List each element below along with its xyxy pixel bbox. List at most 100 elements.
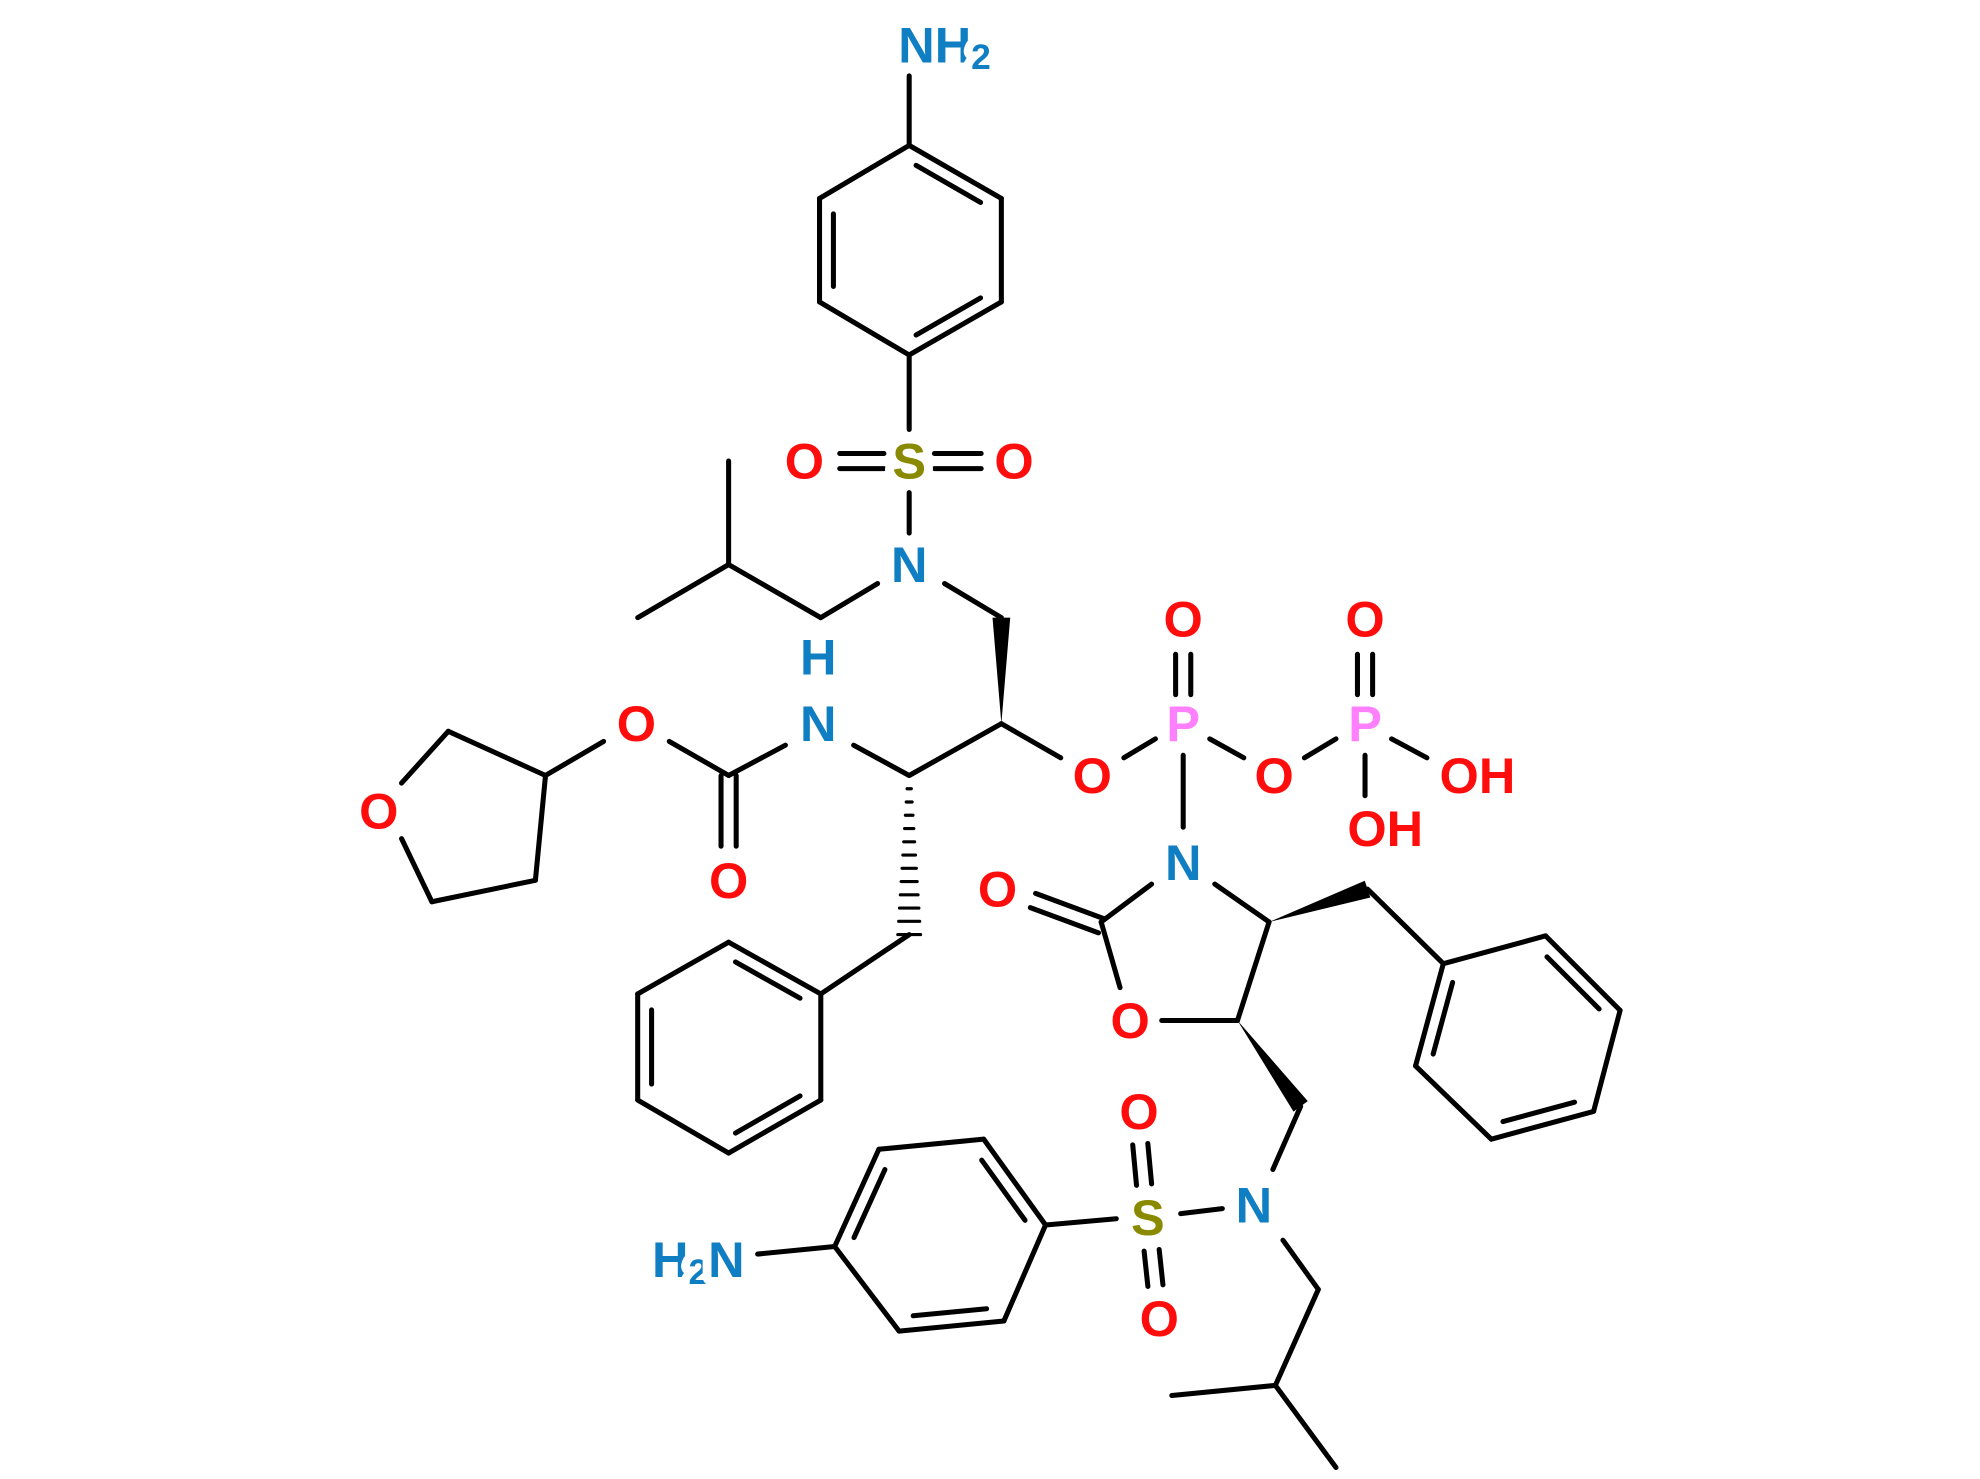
bond xyxy=(1488,1108,1597,1142)
oxygen-carbamate-carbonyl: O xyxy=(709,852,748,909)
bonds xyxy=(399,73,1623,1471)
bond xyxy=(1033,890,1107,922)
bond xyxy=(832,1243,902,1334)
bond xyxy=(906,299,1004,358)
bond xyxy=(1121,736,1158,761)
sulfur-bottom: S xyxy=(1131,1189,1165,1246)
amine-label-bottom: H2N xyxy=(652,1231,745,1292)
bond xyxy=(832,1146,882,1250)
bond xyxy=(635,939,732,997)
bond xyxy=(1272,1382,1339,1471)
sulfur-top: S xyxy=(892,433,926,490)
bond xyxy=(542,738,607,779)
nitrogen-top: N xyxy=(891,536,927,593)
bond xyxy=(1591,1007,1623,1114)
oxygen-s-bottom-bottom: O xyxy=(1140,1290,1179,1347)
bond xyxy=(1430,979,1456,1057)
bond xyxy=(913,295,984,338)
oxygen-thf: O xyxy=(359,782,398,839)
bond xyxy=(726,1097,824,1156)
bond xyxy=(851,742,912,779)
hydroxyl-down: OH xyxy=(1347,800,1423,857)
bond xyxy=(1001,1222,1049,1324)
bond xyxy=(1272,1286,1321,1388)
bond xyxy=(1156,1246,1166,1288)
phosphorus-1: P xyxy=(1166,695,1200,752)
bond xyxy=(726,742,788,779)
nh-nitrogen: N xyxy=(800,695,836,752)
wedge-bond xyxy=(1269,880,1371,922)
bond xyxy=(1145,1140,1155,1187)
bond xyxy=(1413,1063,1494,1142)
oxygen-oxazolidinone-ring: O xyxy=(1111,992,1150,1049)
bond xyxy=(1178,1206,1225,1217)
bond xyxy=(1280,1237,1321,1292)
bond xyxy=(1270,1103,1304,1172)
bond xyxy=(726,562,824,621)
bond xyxy=(1543,933,1623,1013)
wedge-bond xyxy=(992,617,1011,724)
bond xyxy=(732,1093,803,1136)
bond xyxy=(906,142,1004,201)
nh-hydrogen: H xyxy=(800,628,836,685)
atom-labels: NH2 S O O N H N O O O O P O O P O OH OH … xyxy=(350,7,1524,1356)
nitrogen-bottom: N xyxy=(1236,1176,1272,1233)
bond xyxy=(906,721,1004,779)
bond xyxy=(429,877,538,905)
bond xyxy=(1027,905,1102,936)
bond xyxy=(979,1157,1028,1223)
bond xyxy=(1141,1248,1151,1289)
oxygen-p1-double: O xyxy=(1164,590,1203,647)
bond xyxy=(818,932,912,997)
wedge-bond xyxy=(1237,1020,1308,1112)
phosphorus-2: P xyxy=(1348,695,1382,752)
bond xyxy=(942,581,1004,621)
bond xyxy=(1500,1099,1578,1125)
bond xyxy=(1169,1382,1278,1399)
bond xyxy=(1207,736,1247,761)
bond xyxy=(1043,1216,1119,1228)
bond xyxy=(1440,933,1549,967)
bond xyxy=(1413,961,1446,1069)
nitrogen-oxazolidinone: N xyxy=(1165,834,1201,891)
bond xyxy=(1365,886,1446,967)
bond xyxy=(399,728,451,786)
bond xyxy=(910,1306,990,1319)
bond xyxy=(896,1318,1007,1334)
bond xyxy=(817,299,912,358)
bond xyxy=(532,772,549,883)
oxygen-s-bottom-top: O xyxy=(1119,1083,1158,1140)
bond xyxy=(755,1243,838,1257)
hydroxyl-right: OH xyxy=(1440,747,1516,804)
oxygen-oxazolidinone-carbonyl: O xyxy=(978,861,1017,918)
bond xyxy=(1098,881,1155,925)
oxygen-s-top-right: O xyxy=(994,433,1033,490)
bond xyxy=(726,939,824,997)
bond xyxy=(998,721,1064,761)
bond xyxy=(1212,881,1272,925)
bond xyxy=(1130,1142,1140,1188)
oxygen-p1-link: O xyxy=(1073,747,1112,804)
oxygen-s-top-left: O xyxy=(785,433,824,490)
bond xyxy=(851,1166,888,1241)
bond xyxy=(818,581,881,621)
bond xyxy=(817,142,912,201)
bond xyxy=(1098,919,1123,991)
oxygen-bridge: O xyxy=(1254,747,1293,804)
bond xyxy=(635,1097,732,1156)
bond xyxy=(913,162,984,206)
oxygen-carbamate: O xyxy=(617,695,656,752)
bond xyxy=(876,1136,987,1152)
bond xyxy=(1544,954,1602,1012)
bond xyxy=(635,562,732,621)
bond xyxy=(445,728,549,779)
bond xyxy=(981,1136,1049,1228)
bond xyxy=(399,836,435,905)
bond xyxy=(1234,919,1272,1023)
oxygen-p2-double: O xyxy=(1345,590,1384,647)
bond xyxy=(1301,736,1339,761)
amine-label-top: NH2 xyxy=(898,16,991,77)
bond xyxy=(1389,736,1430,761)
bond xyxy=(732,959,803,1001)
